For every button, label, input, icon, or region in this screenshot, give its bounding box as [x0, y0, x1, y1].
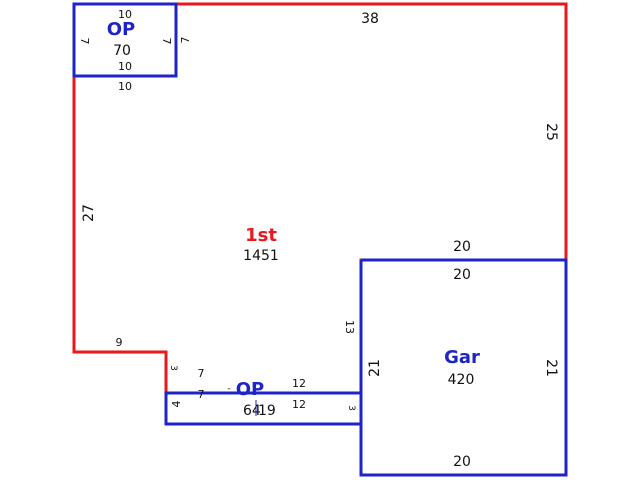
dim-porch-bottom-tick: -: [227, 384, 230, 394]
first-floor-sqft: 1451: [243, 248, 279, 264]
dim-garage-bottom: 20: [453, 454, 471, 470]
dim-garage-left-upper: 13: [343, 320, 356, 334]
dim-porch-top-bottom-outer: 10: [118, 80, 132, 93]
open-porch-bottom-overlap: 19: [258, 403, 276, 419]
dim-garage-top-outer: 20: [453, 239, 471, 255]
dim-porch-bottom-top-b: 7: [198, 388, 205, 401]
open-porch-top-name: OP: [107, 19, 136, 40]
dim-porch-top-top: 10: [118, 8, 132, 21]
dim-porch-top-bottom-inner: 10: [118, 60, 132, 73]
garage-sqft: 420: [448, 372, 475, 388]
dim-porch-bottom-left: 4: [170, 401, 183, 408]
open-porch-top-outline: [72, 2, 178, 78]
first-floor-name: 1st: [245, 225, 277, 246]
dim-garage-top-inner: 20: [453, 267, 471, 283]
first-floor-outline: [72, 2, 568, 395]
dim-porch-bottom-mid-b: 12: [292, 398, 306, 411]
dim-porch-bottom-right: 3: [346, 405, 356, 411]
dim-garage-left: 21: [367, 359, 383, 377]
garage-name: Gar: [444, 347, 480, 368]
dim-step-drop: 3: [168, 365, 178, 371]
dim-porch-top-right-inner: 7: [160, 38, 173, 45]
dim-porch-top-right-outer: 7: [179, 37, 192, 44]
dim-right-upper: 25: [543, 123, 559, 141]
open-porch-bottom-name: OP: [236, 379, 265, 400]
dim-porch-bottom-mid-a: 12: [292, 377, 306, 390]
dim-porch-bottom-top-a: 7: [198, 367, 205, 380]
dim-garage-right: 21: [543, 359, 559, 377]
dim-left: 27: [81, 204, 97, 222]
open-porch-bottom-outline: [164, 391, 363, 426]
dim-step-width: 9: [116, 336, 123, 349]
open-porch-bottom-sqft: 64: [243, 403, 261, 419]
open-porch-top-sqft: 70: [113, 43, 131, 59]
dim-porch-top-left: 7: [78, 38, 91, 45]
dim-top: 38: [361, 11, 379, 27]
